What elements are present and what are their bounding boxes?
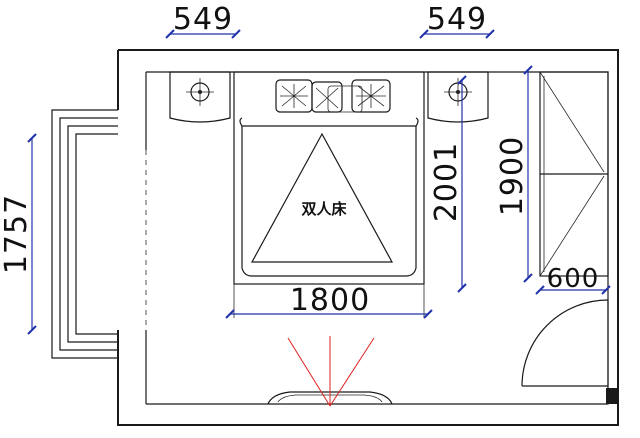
- dimension-bed-width: 1800: [225, 283, 433, 319]
- dim-bed-width-label: 1800: [290, 283, 370, 318]
- wall-column: [606, 388, 618, 404]
- dim-wardrobe-depth-label: 600: [547, 264, 600, 294]
- sightline: [287, 336, 375, 407]
- dimension-bed-length: 2001: [429, 75, 467, 293]
- bay-window: [51, 109, 118, 359]
- dimension-top-left: 549: [165, 2, 241, 39]
- dim-top-left-label: 549: [173, 2, 233, 37]
- dimension-wardrobe-depth: 600: [535, 264, 611, 295]
- dim-window-length-label: 1757: [0, 194, 34, 274]
- pillows: [275, 79, 391, 113]
- dim-top-right-label: 549: [427, 2, 487, 37]
- dimension-wardrobe-length: 1900: [495, 65, 533, 283]
- wardrobe: [539, 71, 609, 277]
- room-walls: [117, 49, 619, 426]
- dim-wardrobe-length-label: 1900: [495, 136, 530, 216]
- nightstand-left: [169, 71, 231, 123]
- double-bed: 双人床: [233, 71, 425, 285]
- nightstand-right: [427, 71, 489, 123]
- bed-label: 双人床: [301, 200, 347, 218]
- dimension-top-right: 549: [419, 2, 495, 39]
- dim-bed-length-label: 2001: [429, 142, 464, 222]
- door: [521, 299, 609, 387]
- dimension-window-length: 1757: [0, 133, 37, 335]
